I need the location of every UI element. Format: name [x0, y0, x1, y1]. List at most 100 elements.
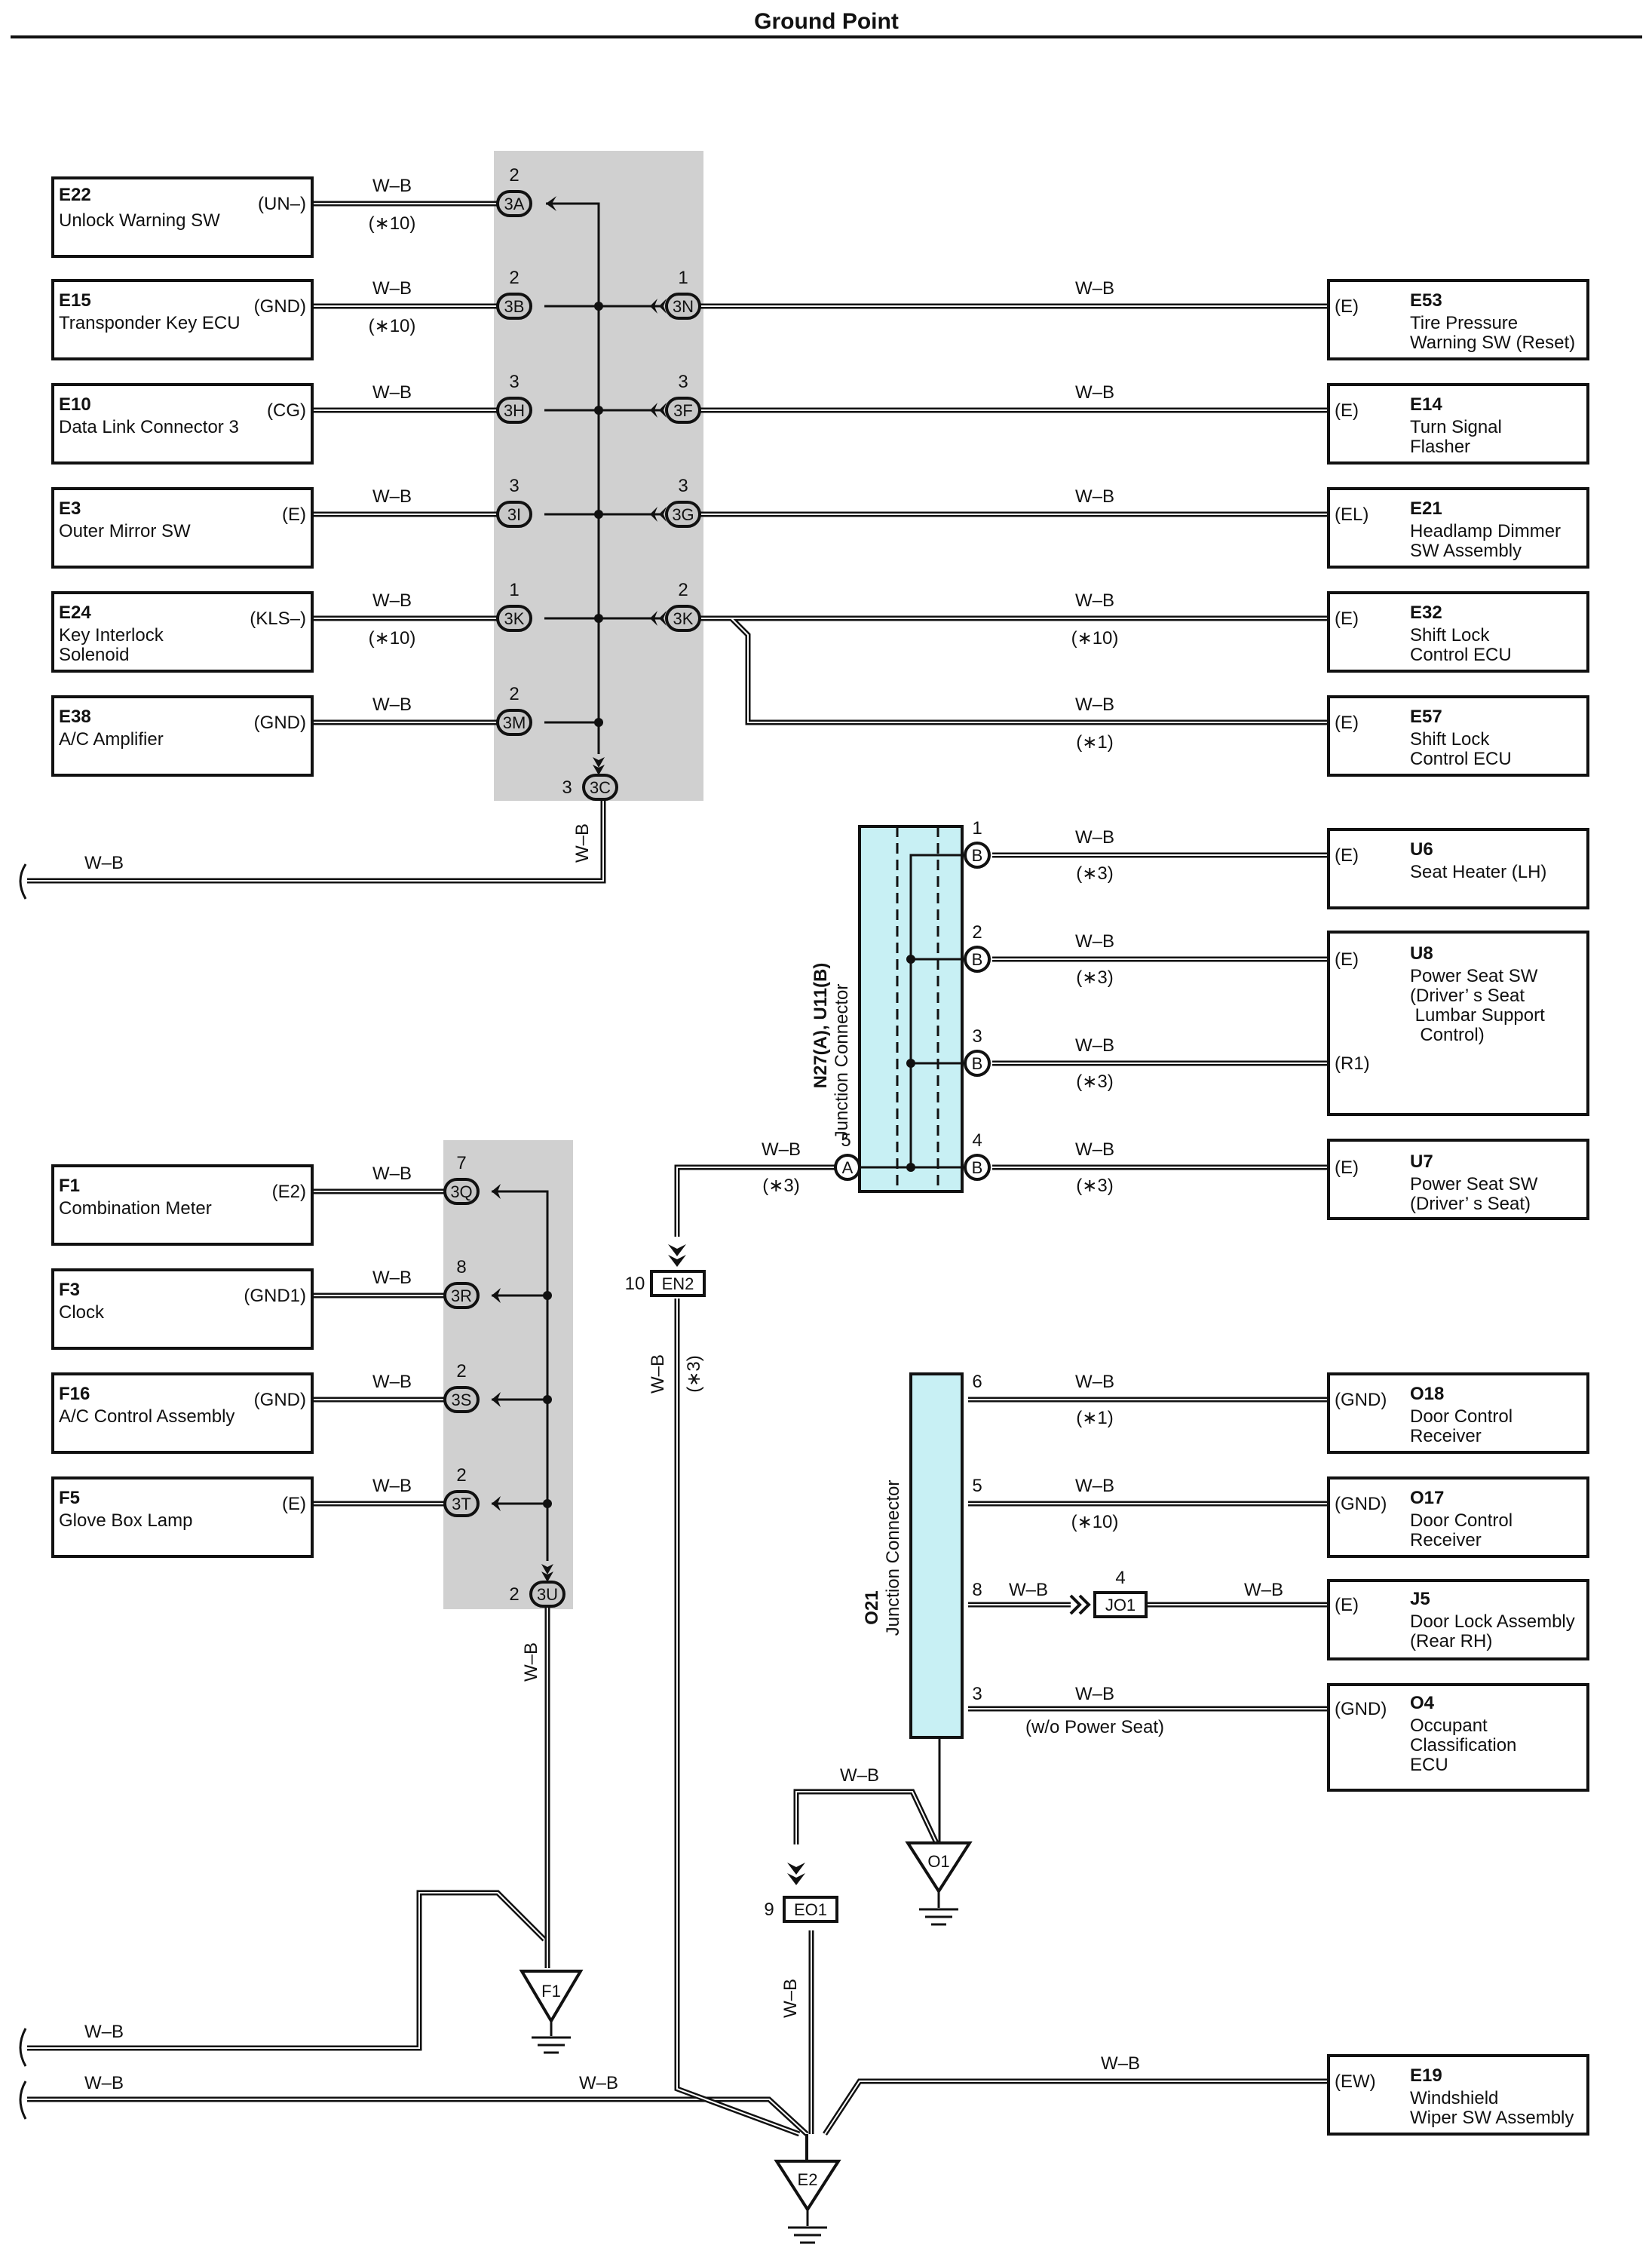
svg-text:Lumbar Support: Lumbar Support [1410, 1005, 1545, 1026]
svg-text:(Driver’ s Seat): (Driver’ s Seat) [1410, 1194, 1531, 1214]
svg-text:5: 5 [841, 1130, 851, 1151]
svg-text:SW Assembly: SW Assembly [1410, 541, 1522, 561]
svg-text:2: 2 [509, 165, 519, 186]
ground-e2: E2 [774, 2134, 841, 2244]
pin-b4: B4 [964, 1130, 991, 1181]
svg-text:Warning SW (Reset): Warning SW (Reset) [1410, 333, 1575, 353]
svg-text:(EW): (EW) [1335, 2071, 1376, 2092]
svg-text:3Q: 3Q [450, 1182, 472, 1201]
svg-text:U6: U6 [1410, 839, 1433, 860]
svg-text:1: 1 [678, 268, 688, 288]
svg-text:E10: E10 [59, 394, 91, 415]
svg-text:E22: E22 [59, 185, 91, 205]
svg-text:Wiper SW Assembly: Wiper SW Assembly [1410, 2108, 1574, 2128]
svg-text:W–B: W–B [1244, 1580, 1283, 1600]
svg-text:Combination Meter: Combination Meter [59, 1198, 212, 1219]
svg-text:(GND): (GND) [254, 713, 306, 733]
svg-text:3I: 3I [507, 505, 521, 524]
svg-text:W–B: W–B [372, 695, 412, 715]
svg-text:2: 2 [509, 684, 519, 704]
svg-text:Clock: Clock [59, 1302, 105, 1323]
svg-text:W–B: W–B [84, 2022, 124, 2042]
svg-text:3: 3 [972, 1026, 982, 1047]
svg-text:W–B: W–B [372, 1372, 412, 1392]
ground-o1: O1 [905, 1841, 973, 1926]
svg-text:(KLS–): (KLS–) [250, 609, 306, 629]
svg-text:2: 2 [972, 922, 982, 943]
svg-text:A/C Control Assembly: A/C Control Assembly [59, 1406, 234, 1427]
svg-text:E3: E3 [59, 498, 81, 519]
svg-text:Classification: Classification [1410, 1735, 1516, 1755]
svg-text:(E): (E) [1335, 845, 1359, 866]
conn-3c: 3C3 [562, 774, 618, 801]
conn-3m: 3M2 [496, 684, 532, 736]
svg-text:ECU: ECU [1410, 1755, 1448, 1775]
svg-text:3A: 3A [504, 195, 525, 213]
svg-text:(Driver’ s Seat: (Driver’ s Seat [1410, 986, 1525, 1006]
svg-text:8: 8 [972, 1580, 982, 1600]
pin-b3: B3 [964, 1026, 991, 1077]
svg-text:Occupant: Occupant [1410, 1716, 1488, 1736]
svg-text:Receiver: Receiver [1410, 1426, 1482, 1446]
pin-a: A5 [834, 1130, 861, 1181]
svg-text:Control ECU: Control ECU [1410, 749, 1512, 769]
svg-text:(∗3): (∗3) [1076, 1072, 1113, 1092]
svg-text:(∗3): (∗3) [684, 1355, 704, 1392]
svg-text:B: B [972, 950, 983, 969]
conn-3a: 3A 2 [496, 165, 532, 217]
svg-text:Headlamp Dimmer: Headlamp Dimmer [1410, 521, 1561, 541]
svg-text:(E): (E) [1335, 400, 1359, 421]
svg-text:(E): (E) [282, 504, 306, 525]
svg-text:W–B: W–B [372, 590, 412, 611]
svg-text:Solenoid: Solenoid [59, 645, 129, 665]
svg-text:W–B: W–B [372, 486, 412, 507]
pin-b1: B1 [964, 818, 991, 869]
svg-text:Door Lock Assembly: Door Lock Assembly [1410, 1611, 1575, 1632]
svg-text:J5: J5 [1410, 1589, 1430, 1609]
svg-text:8: 8 [456, 1257, 466, 1277]
svg-text:E57: E57 [1410, 707, 1442, 727]
svg-text:(E): (E) [1335, 609, 1359, 629]
svg-text:W–B: W–B [372, 1268, 412, 1288]
svg-text:W–B: W–B [84, 2073, 124, 2093]
svg-text:Windshield: Windshield [1410, 2088, 1498, 2108]
n27-label2: Junction Connector [832, 984, 852, 1140]
svg-text:3N: 3N [673, 297, 694, 316]
svg-text:3: 3 [562, 777, 572, 798]
svg-text:E14: E14 [1410, 394, 1442, 415]
svg-text:JO1: JO1 [1105, 1596, 1136, 1614]
svg-text:Receiver: Receiver [1410, 1530, 1482, 1550]
break-marks [19, 863, 27, 2120]
svg-text:(E): (E) [1335, 1158, 1359, 1178]
svg-text:(GND): (GND) [1335, 1390, 1387, 1410]
svg-text:EO1: EO1 [794, 1900, 827, 1919]
svg-text:B: B [972, 1158, 983, 1177]
conn-3k-2: 3K2 [665, 580, 701, 632]
svg-text:3: 3 [678, 372, 688, 392]
svg-text:Flasher: Flasher [1410, 437, 1470, 457]
svg-text:EN2: EN2 [662, 1274, 694, 1293]
svg-text:(E): (E) [1335, 949, 1359, 970]
svg-text:10: 10 [625, 1274, 645, 1294]
svg-text:4: 4 [972, 1130, 982, 1151]
o21-pins: 6 5 8 3 [972, 1372, 982, 1704]
conn-en2: EN2 10 [625, 1244, 706, 1297]
svg-text:(∗10): (∗10) [1071, 1512, 1119, 1532]
svg-text:W–B: W–B [572, 823, 593, 863]
svg-text:(R1): (R1) [1335, 1053, 1370, 1074]
svg-text:(∗10): (∗10) [1071, 628, 1119, 649]
svg-text:(GND): (GND) [1335, 1699, 1387, 1719]
n27-label1: N27(A), U11(B) [811, 963, 831, 1089]
